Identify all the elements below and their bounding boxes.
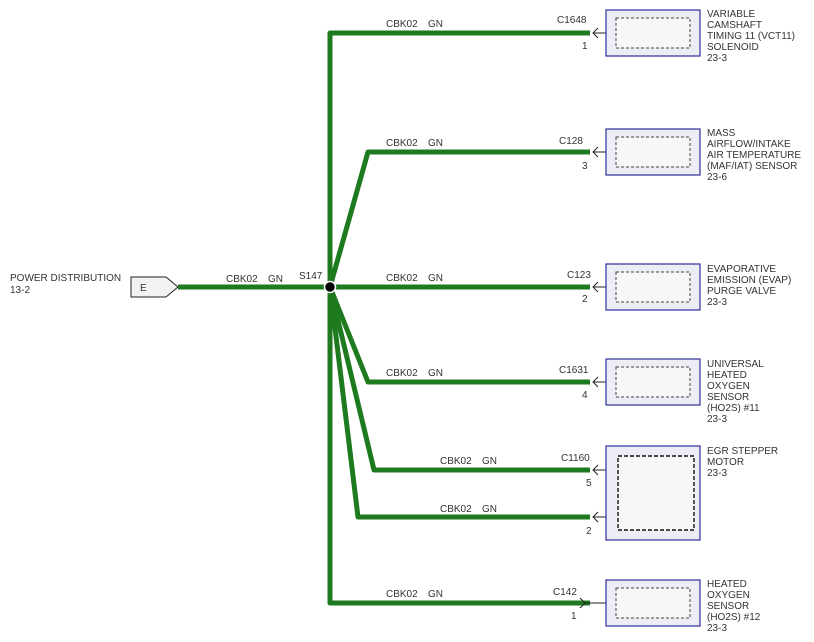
branch-4-color: GN <box>428 368 443 379</box>
source-label: POWER DISTRIBUTION <box>10 273 121 284</box>
branch-6-circuit: CBK02 <box>440 504 472 515</box>
branch-wire-6 <box>327 286 590 520</box>
branch-1-pin: 1 <box>582 41 588 52</box>
component-maf-iat-sensor <box>605 128 701 176</box>
branch-wires <box>327 30 590 606</box>
component-label-egr: EGR STEPPER MOTOR 23-3 <box>707 446 781 479</box>
component-evap-purge-valve <box>605 263 701 311</box>
branch-wire-7 <box>327 287 590 606</box>
component-vct11-solenoid <box>605 9 701 57</box>
branch-wire-4 <box>327 286 590 385</box>
branch-wire-5 <box>327 286 590 473</box>
branch-labels: CBK02 GN C1648 1 CBK02 GN C128 3 CBK02 G… <box>386 15 592 622</box>
component-label-ho2s-11: UNIVERSAL HEATED OXYGEN SENSOR (HO2S) #1… <box>707 359 766 425</box>
branch-5-connector: C1160 <box>561 453 590 464</box>
branch-3-circuit: CBK02 <box>386 273 418 284</box>
component-egr-stepper-motor <box>605 445 701 541</box>
branch-1-color: GN <box>428 19 443 30</box>
branch-wire-2 <box>327 149 590 288</box>
feed-color: GN <box>268 274 283 285</box>
component-ho2s-12 <box>605 579 701 627</box>
branch-2-circuit: CBK02 <box>386 138 418 149</box>
source-page-ref: 13-2 <box>10 285 30 296</box>
branch-7-pin: 1 <box>571 611 577 622</box>
component-ho2s-11 <box>605 358 701 406</box>
splice-dot <box>323 280 337 294</box>
source-connector-pin: E <box>140 283 147 294</box>
branch-5-pin: 5 <box>586 478 592 489</box>
branch-5-color: GN <box>482 456 497 467</box>
branch-6-pin: 2 <box>586 526 592 537</box>
branch-1-circuit: CBK02 <box>386 19 418 30</box>
component-boxes <box>605 9 701 627</box>
branch-7-color: GN <box>428 589 443 600</box>
source-block: POWER DISTRIBUTION 13-2 E <box>10 273 179 298</box>
branch-4-circuit: CBK02 <box>386 368 418 379</box>
branch-7-connector: C142 <box>553 587 577 598</box>
branch-6-color: GN <box>482 504 497 515</box>
branch-2-connector: C128 <box>559 136 583 147</box>
branch-5-circuit: CBK02 <box>440 456 472 467</box>
branch-1-connector: C1648 <box>557 15 587 26</box>
branch-4-pin: 4 <box>582 390 588 401</box>
branch-wire-1 <box>327 30 590 287</box>
feed-wire: CBK02 GN S147 <box>178 271 330 290</box>
splice-label: S147 <box>299 271 323 282</box>
component-label-ho2s-12: HEATED OXYGEN SENSOR (HO2S) #12 23-3 <box>707 579 763 634</box>
component-label-evap: EVAPORATIVE EMISSION (EVAP) PURGE VALVE … <box>707 264 794 308</box>
branch-2-pin: 3 <box>582 161 588 172</box>
branch-7-circuit: CBK02 <box>386 589 418 600</box>
branch-2-color: GN <box>428 138 443 149</box>
branch-4-connector: C1631 <box>559 365 589 376</box>
component-label-maf-iat: MASS AIRFLOW/INTAKE AIR TEMPERATURE (MAF… <box>707 128 804 183</box>
source-connector <box>130 276 179 298</box>
component-labels: VARIABLE CAMSHAFT TIMING 11 (VCT11) SOLE… <box>707 9 804 634</box>
branch-3-pin: 2 <box>582 294 588 305</box>
component-label-vct11: VARIABLE CAMSHAFT TIMING 11 (VCT11) SOLE… <box>707 9 798 64</box>
branch-3-color: GN <box>428 273 443 284</box>
branch-3-connector: C123 <box>567 270 591 281</box>
feed-circuit: CBK02 <box>226 274 258 285</box>
